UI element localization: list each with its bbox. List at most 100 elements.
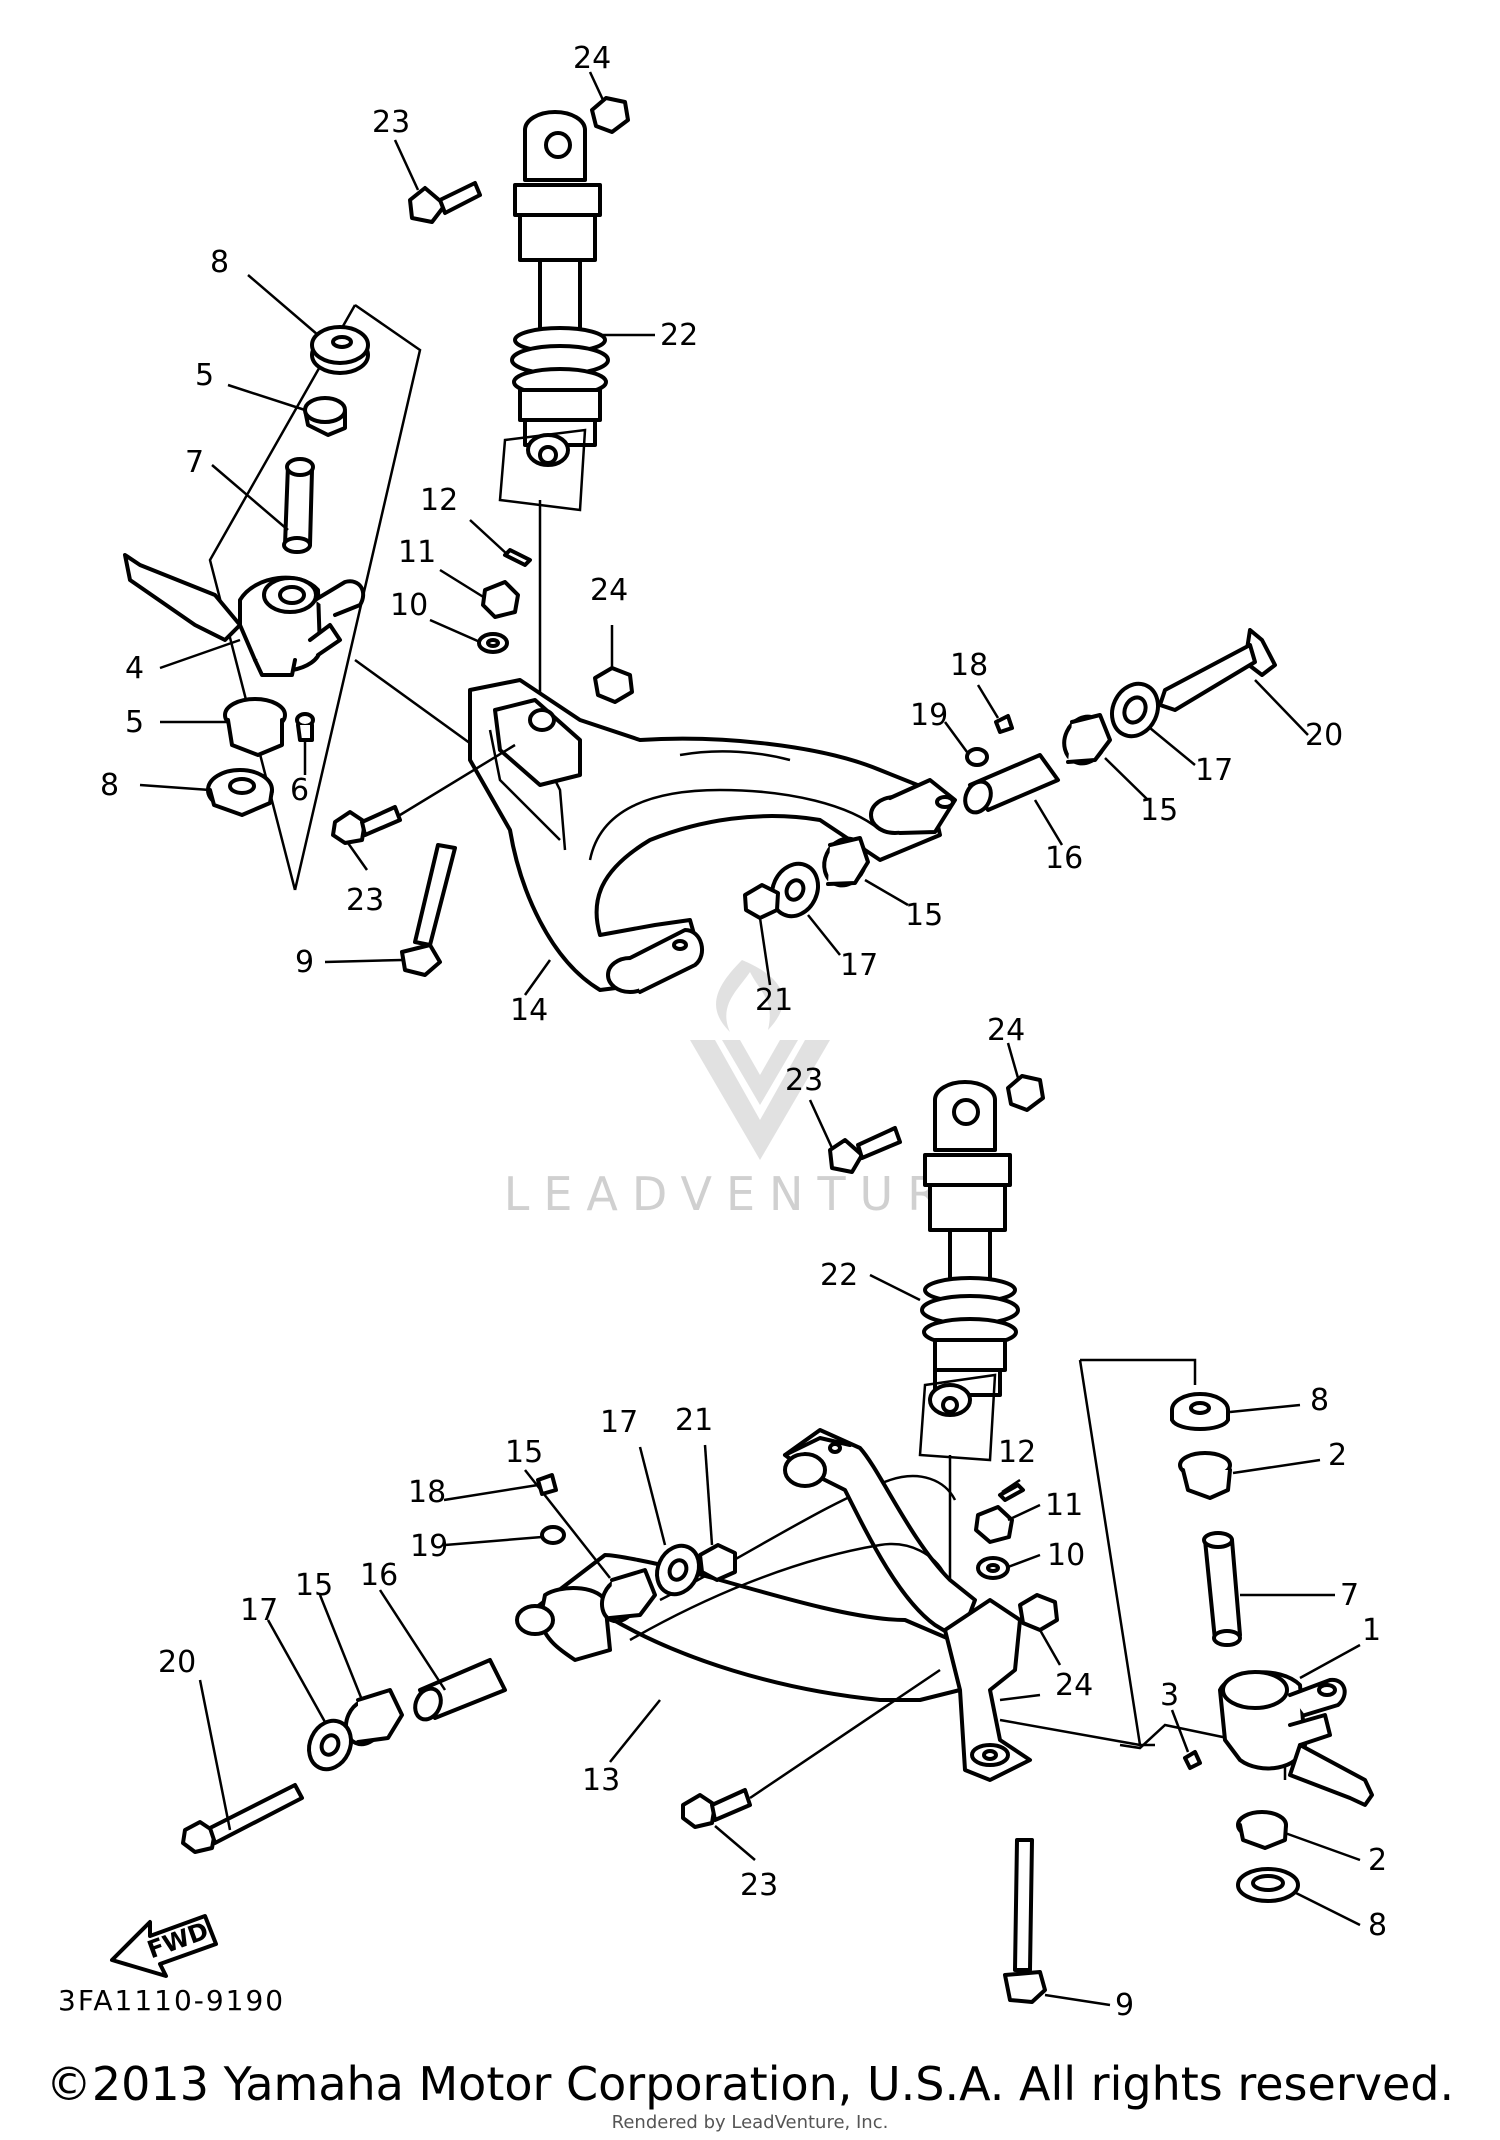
callout-labels-upper: 24 23 8 22 5 7 12 11 10 24 4 5 6 8 23 9 …: [100, 41, 1343, 1028]
callout-label: 7: [1340, 1578, 1359, 1613]
bolt-upper-23b: [331, 743, 516, 845]
callout-label: 9: [1115, 1988, 1134, 2023]
collar-7-lower: [1202, 1531, 1242, 1647]
callout-label: 15: [1140, 793, 1178, 828]
cotter-pin-12-upper: [503, 548, 532, 567]
shock-absorber-upper: [498, 110, 610, 700]
upper-assembly: [123, 96, 1277, 994]
callout-label: 24: [573, 41, 611, 76]
bolt-20-upper: [1158, 628, 1277, 712]
callout-label: 15: [505, 1435, 543, 1470]
washer-17-upper-left: [770, 861, 820, 919]
collar-16-lower: [413, 1658, 507, 1722]
callout-label: 19: [910, 698, 948, 733]
callout-label: 6: [290, 773, 309, 808]
fwd-arrow-icon: FWD: [110, 1914, 218, 1978]
callout-label: 21: [755, 983, 793, 1018]
upper-leaders: [139, 71, 1309, 996]
callout-label: 16: [1045, 841, 1083, 876]
watermark-text: LEADVENTURE: [504, 1167, 997, 1221]
washer-17-lower-top: [655, 1543, 701, 1597]
callout-label: 11: [1045, 1488, 1083, 1523]
callout-label: 7: [185, 445, 204, 480]
bolt-20-lower: [181, 1783, 304, 1854]
callout-label: 24: [987, 1013, 1025, 1048]
bolt-lower-23b: [681, 1668, 941, 1829]
callout-label: 18: [408, 1475, 446, 1510]
nut-lower-top: [1006, 1074, 1045, 1112]
callout-label: 12: [998, 1435, 1036, 1470]
callout-label: 2: [1368, 1843, 1387, 1878]
callout-label: 20: [158, 1645, 196, 1680]
bolt-9-upper: [400, 843, 457, 977]
grease-fitting-3-lower: [1183, 1750, 1202, 1770]
callout-label: 18: [950, 648, 988, 683]
assembly-outline-top: [1080, 1358, 1197, 1385]
callout-label: 17: [1195, 753, 1233, 788]
bushing-2-lower-bottom: [1236, 1810, 1288, 1850]
washer-8-lower-top: [1170, 1392, 1230, 1431]
callout-label: 14: [510, 993, 548, 1028]
bushing-15-lower-bottom: [344, 1688, 404, 1747]
washer-10-lower: [976, 1556, 1010, 1580]
washer-8-upper-top: [310, 325, 370, 375]
callout-label: 23: [346, 883, 384, 918]
callout-label: 17: [600, 1405, 638, 1440]
callout-label: 9: [295, 945, 314, 980]
bushing-2-lower-top: [1178, 1451, 1232, 1500]
callout-label: 8: [1368, 1908, 1387, 1943]
washer-17-upper-right: [1110, 681, 1160, 739]
collar-16-upper: [963, 753, 1060, 815]
cotter-pin-12-lower: [998, 1483, 1025, 1502]
copyright-notice: ©2013 Yamaha Motor Corporation, U.S.A. A…: [46, 2057, 1454, 2111]
collar-7-upper: [282, 457, 315, 554]
callout-label: 19: [410, 1529, 448, 1564]
callout-label: 22: [820, 1258, 858, 1293]
assembly-outline-left: [293, 303, 422, 891]
lower-assembly: [181, 1074, 1374, 2004]
callout-label: 10: [1047, 1538, 1085, 1573]
bushing-15-upper-right: [1062, 713, 1112, 766]
callout-labels-lower: 24 23 22 8 2 21 17 15 12 18 11 19 10 7 1…: [158, 1013, 1387, 2023]
watermark-logo: [690, 960, 830, 1160]
lower-arm-13: [515, 1428, 1041, 1782]
callout-label: 23: [785, 1063, 823, 1098]
rendered-by: Rendered by LeadVenture, Inc.: [612, 2112, 889, 2133]
castle-nut-11-lower: [974, 1505, 1014, 1544]
bolt-upper-top: [408, 181, 482, 224]
lower-arm-14: [468, 678, 957, 994]
callout-label: 23: [740, 1868, 778, 1903]
callout-label: 12: [420, 483, 458, 518]
callout-label: 20: [1305, 718, 1343, 753]
callout-label: 24: [590, 573, 628, 608]
callout-label: 3: [1160, 1678, 1179, 1713]
knuckle-4-upper: [123, 553, 366, 677]
callout-label: 16: [360, 1558, 398, 1593]
callout-label: 5: [125, 705, 144, 740]
knuckle-1-lower: [1218, 1670, 1374, 1807]
callout-label: 5: [195, 358, 214, 393]
callout-label: 15: [905, 898, 943, 933]
nut-lower-24b: [1018, 1593, 1059, 1632]
grease-fitting-18-upper: [994, 714, 1014, 734]
callout-label: 10: [390, 588, 428, 623]
callout-label: 23: [372, 105, 410, 140]
bolt-lower-top: [828, 1126, 902, 1174]
washer-8-lower-bottom: [1236, 1867, 1300, 1903]
callout-label: 17: [840, 948, 878, 983]
grease-fitting-6-upper: [295, 712, 315, 742]
callout-label: 8: [1310, 1383, 1329, 1418]
bushing-15-upper-left: [822, 836, 870, 888]
bushing-5-upper-top: [303, 396, 347, 437]
castle-nut-11-upper: [481, 580, 520, 619]
shock-absorber-lower: [918, 1080, 1020, 1690]
callout-label: 8: [210, 245, 229, 280]
nut-21-upper: [743, 883, 780, 920]
bushing-5-upper-bottom: [223, 697, 287, 757]
washer-19-upper: [965, 747, 989, 767]
bolt-9-lower: [1003, 1838, 1047, 2004]
nut-upper-top: [590, 96, 630, 134]
washer-8-upper-bottom: [206, 768, 274, 817]
assembly-outline-arm: [999, 1718, 1141, 1747]
